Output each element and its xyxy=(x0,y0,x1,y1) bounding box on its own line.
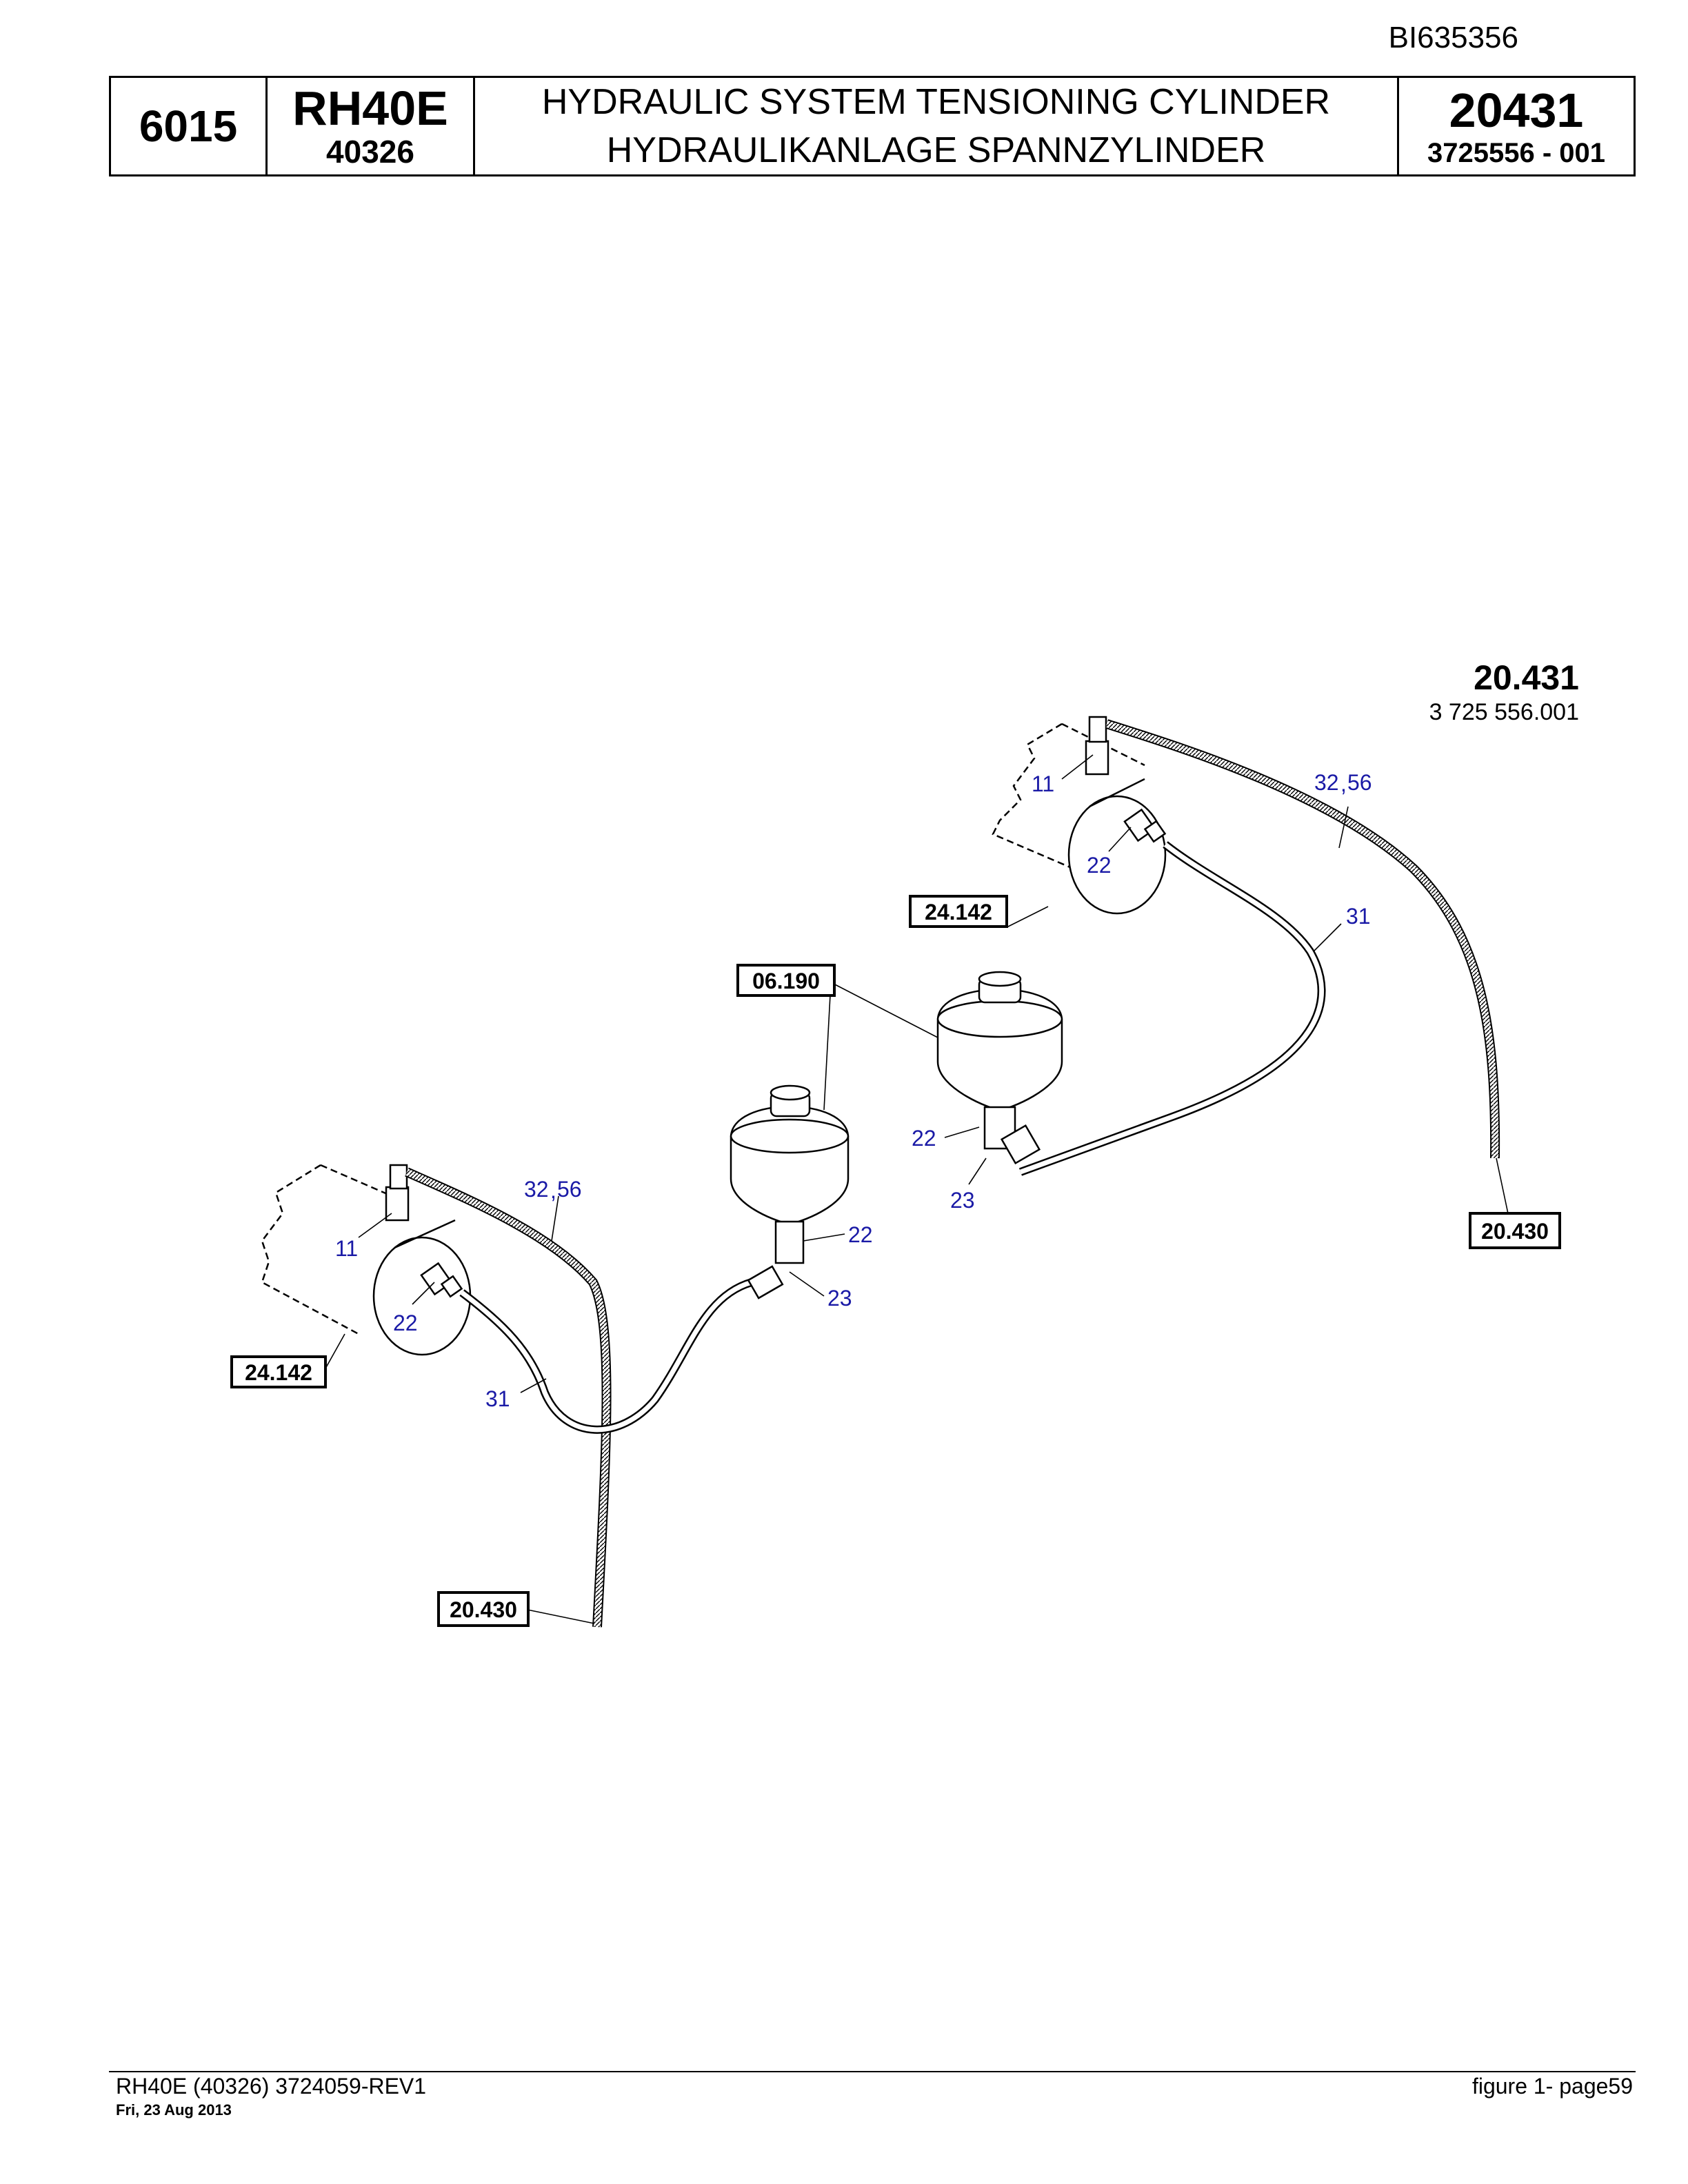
callout-22: 22 xyxy=(1087,853,1112,878)
callout-56: 56 xyxy=(557,1177,582,1202)
callout-32: 32 xyxy=(524,1177,549,1202)
ref-box-label: 24.142 xyxy=(245,1360,312,1385)
callout-56: 56 xyxy=(1347,770,1372,795)
group-cell: 20431 3725556 - 001 xyxy=(1397,76,1636,176)
leader-lines xyxy=(325,754,1509,1624)
callout-32: 32 xyxy=(1314,770,1339,795)
ref-box-20430-left[interactable]: 20.430 xyxy=(437,1591,530,1627)
footer-rule xyxy=(109,2071,1636,2072)
footer-page-number: figure 1- page59 xyxy=(1471,2074,1633,2099)
callout-23: 23 xyxy=(827,1286,852,1311)
left-accumulator xyxy=(730,1084,850,1300)
callout-31: 31 xyxy=(485,1386,510,1411)
callout-11: 11 xyxy=(1032,771,1054,796)
right-tensioning-cylinder xyxy=(992,716,1167,915)
title-cell: HYDRAULIC SYSTEM TENSIONING CYLINDER HYD… xyxy=(473,76,1399,176)
figure-number: 20.431 xyxy=(1474,658,1579,697)
callout-31: 31 xyxy=(1346,904,1371,929)
ref-box-label: 24.142 xyxy=(925,900,992,924)
section-number: 6015 xyxy=(109,76,268,176)
callout-23: 23 xyxy=(950,1188,975,1213)
callout-22: 22 xyxy=(848,1222,873,1247)
callout-11: 11 xyxy=(335,1236,358,1261)
ref-box-24142-left[interactable]: 24.142 xyxy=(230,1355,327,1388)
callout-separator: , xyxy=(1340,771,1347,796)
right-accumulator xyxy=(936,971,1063,1165)
figure-code: 3 725 556.001 xyxy=(1429,699,1579,725)
group-number: 20431 xyxy=(1449,83,1584,137)
part-reference: 3725556 - 001 xyxy=(1427,138,1605,168)
footer-date: Fri, 23 Aug 2013 xyxy=(116,2101,232,2119)
header-table: 6015 RH40E 40326 HYDRAULIC SYSTEM TENSIO… xyxy=(109,76,1636,176)
footer-document-reference: RH40E (40326) 3724059-REV1 xyxy=(116,2074,427,2099)
title-german: HYDRAULIKANLAGE SPANNZYLINDER xyxy=(606,130,1266,170)
callout-22: 22 xyxy=(393,1311,418,1335)
ref-box-label: 20.430 xyxy=(1481,1219,1549,1244)
callout-separator: , xyxy=(550,1178,556,1203)
ref-box-label: 06.190 xyxy=(752,969,820,993)
ref-box-20430-right[interactable]: 20.430 xyxy=(1469,1212,1561,1249)
document-id: BI635356 xyxy=(1388,21,1518,54)
model-name: RH40E xyxy=(292,81,448,135)
title-english: HYDRAULIC SYSTEM TENSIONING CYLINDER xyxy=(541,82,1331,122)
ref-box-06190[interactable]: 06.190 xyxy=(736,964,836,997)
callout-22: 22 xyxy=(912,1126,936,1151)
serial-number: 40326 xyxy=(326,134,414,170)
ref-box-label: 20.430 xyxy=(450,1597,517,1622)
ref-box-24142-right[interactable]: 24.142 xyxy=(909,895,1008,928)
model-cell: RH40E 40326 xyxy=(265,76,475,176)
left-tensioning-cylinder xyxy=(261,1164,472,1356)
